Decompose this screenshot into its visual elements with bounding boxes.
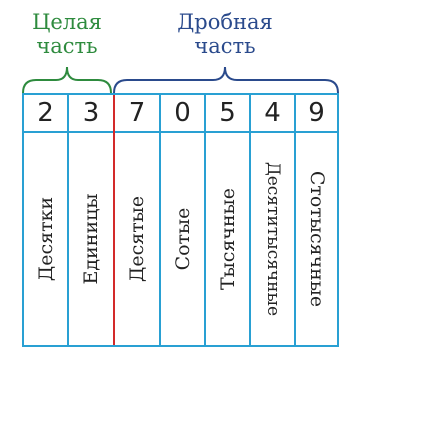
digit-cell: 3 [69,95,113,133]
column-hundredths: 0 Сотые [161,95,206,345]
digit-cell: 7 [115,95,159,133]
place-name: Стотысячные [305,170,328,308]
place-name: Десятки [34,196,57,282]
column-tens: 2 Десятки [24,95,69,345]
place-name: Единицы [80,193,102,285]
place-value-table: 2 Десятки 3 Единицы 7 Десятые 0 Сотые 5 … [22,93,339,347]
column-hundred-thousandths: 9 Стотысячные [296,95,337,345]
whole-part-label-line2: часть [36,34,98,58]
fraction-part-label-line1: Дробная [177,10,273,34]
place-name: Десятые [126,195,148,283]
digit-cell: 2 [24,95,67,133]
whole-part-label: Целая часть [12,10,122,58]
column-units: 3 Единицы [69,95,115,345]
digit-cell: 5 [206,95,249,133]
column-ten-thousandths: 4 Десятитысячные [251,95,296,345]
fraction-part-label-line2: часть [194,34,256,58]
whole-part-brace [22,66,112,94]
place-name: Десятитысячные [262,161,283,317]
fraction-part-label: Дробная часть [145,10,305,58]
place-name: Сотые [171,207,194,271]
digit-cell: 9 [296,95,337,133]
whole-part-label-line1: Целая [32,10,102,34]
place-name: Тысячные [216,187,239,291]
column-thousandths: 5 Тысячные [206,95,251,345]
column-tenths: 7 Десятые [115,95,161,345]
digit-cell: 4 [251,95,294,133]
fraction-part-brace [113,66,339,94]
digit-cell: 0 [161,95,204,133]
